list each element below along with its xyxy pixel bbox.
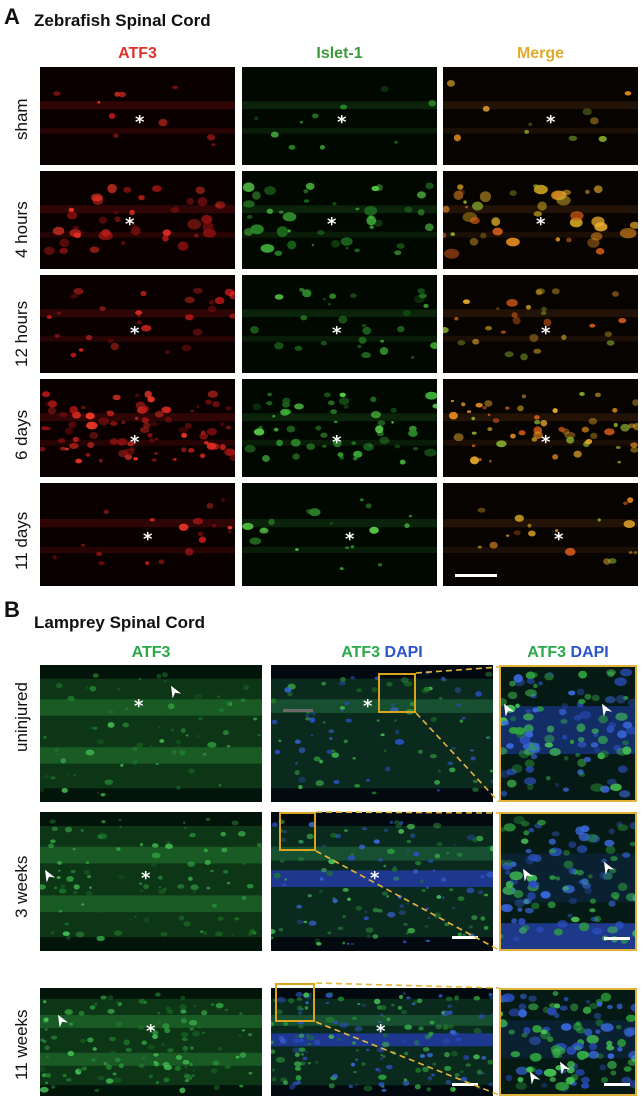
zebrafish-micrograph	[443, 379, 638, 477]
injury-site-asterisk: *	[125, 214, 135, 235]
lamprey-atf3-micrograph	[40, 665, 262, 802]
scale-bar	[604, 937, 630, 940]
injury-site-asterisk: *	[146, 1021, 156, 1042]
zebrafish-micrograph	[40, 275, 235, 373]
row-label-6-days: 6 days	[12, 409, 31, 460]
arrowhead-marker	[58, 1014, 68, 1027]
zebrafish-micrograph	[443, 171, 638, 269]
panel-a-letter: A	[4, 4, 20, 29]
arrowhead-marker	[530, 1071, 540, 1084]
injury-site-asterisk: *	[332, 432, 342, 453]
injury-site-asterisk: *	[135, 112, 145, 133]
panel-b-letter: B	[4, 597, 20, 622]
col-label-islet1: Islet-1	[316, 45, 363, 62]
col-label-b-atf3: ATF3	[131, 644, 171, 661]
lamprey-atf3-micrograph	[40, 812, 262, 951]
panel-a-title: Zebrafish Spinal Cord	[34, 11, 211, 30]
injury-site-asterisk: *	[536, 214, 546, 235]
panel-b-title: Lamprey Spinal Cord	[34, 613, 205, 632]
injury-site-asterisk: *	[141, 868, 151, 889]
injury-site-asterisk: *	[345, 529, 355, 550]
lamprey-inset-micrograph	[499, 988, 637, 1096]
injury-site-asterisk: *	[541, 323, 551, 344]
arrowhead-marker	[504, 703, 514, 716]
scale-bar	[452, 1083, 478, 1086]
zoom-region-box	[279, 812, 316, 851]
zebrafish-micrograph	[40, 67, 235, 165]
zebrafish-micrograph	[443, 67, 638, 165]
injury-site-asterisk: *	[363, 696, 373, 717]
row-label-12-hours: 12 hours	[12, 300, 31, 367]
row-label-3-weeks: 3 weeks	[12, 855, 31, 918]
row-label-uninjured: uninjured	[12, 682, 31, 752]
injury-site-asterisk: *	[554, 529, 564, 550]
zebrafish-micrograph	[40, 171, 235, 269]
arrowhead-marker	[45, 869, 55, 882]
scale-bar	[604, 1083, 630, 1086]
injury-site-asterisk: *	[327, 214, 337, 235]
zoom-region-box	[378, 673, 416, 713]
zebrafish-micrograph	[242, 275, 437, 373]
zebrafish-micrograph	[242, 67, 437, 165]
zebrafish-micrograph	[40, 379, 235, 477]
lamprey-inset-micrograph	[499, 665, 637, 802]
arrowhead-marker	[560, 1061, 570, 1074]
row-label-11-days: 11 days	[12, 511, 31, 570]
col-label-b-atf3-part: ATF3	[341, 644, 381, 661]
zebrafish-micrograph	[242, 171, 437, 269]
zebrafish-micrograph	[242, 379, 437, 477]
arrowhead-marker	[523, 868, 533, 881]
row-label-sham: sham	[12, 98, 31, 140]
col-label-merge: Merge	[516, 45, 565, 62]
arrowhead-marker	[602, 703, 612, 716]
zoom-region-box	[275, 983, 315, 1022]
injury-site-asterisk: *	[332, 323, 342, 344]
lamprey-atf3-micrograph	[40, 988, 262, 1096]
inset-label-atf3-part: ATF3	[527, 644, 567, 661]
zebrafish-micrograph	[40, 483, 235, 586]
scale-bar-a	[455, 574, 497, 577]
injury-site-asterisk: *	[130, 323, 140, 344]
injury-site-asterisk: *	[130, 432, 140, 453]
zebrafish-micrograph	[443, 483, 638, 586]
arrowhead-marker	[171, 685, 181, 698]
scale-bar	[283, 709, 313, 712]
injury-site-asterisk: *	[134, 696, 144, 717]
inset-label-dapi-part: DAPI	[570, 644, 609, 661]
injury-site-asterisk: *	[370, 868, 380, 889]
col-label-atf3: ATF3	[118, 45, 157, 62]
col-label-b-dapi-part: DAPI	[384, 644, 423, 661]
injury-site-asterisk: *	[546, 112, 556, 133]
zebrafish-micrograph	[443, 275, 638, 373]
injury-site-asterisk: *	[541, 432, 551, 453]
injury-site-asterisk: *	[143, 529, 153, 550]
inset-frame	[499, 665, 637, 802]
lamprey-inset-micrograph	[499, 812, 637, 951]
injury-site-asterisk: *	[376, 1021, 386, 1042]
zebrafish-micrograph	[242, 483, 437, 586]
inset-frame	[499, 988, 637, 1096]
arrowhead-marker	[604, 861, 614, 874]
row-label-4-hours: 4 hours	[12, 201, 31, 258]
scale-bar	[452, 936, 478, 939]
inset-frame	[499, 812, 637, 951]
row-label-11-weeks: 11 weeks	[12, 1009, 31, 1080]
col-label-b-inset: ATF3 DAPI	[498, 644, 638, 662]
col-label-b-atf3-dapi: ATF3 DAPI	[271, 644, 493, 662]
injury-site-asterisk: *	[337, 112, 347, 133]
